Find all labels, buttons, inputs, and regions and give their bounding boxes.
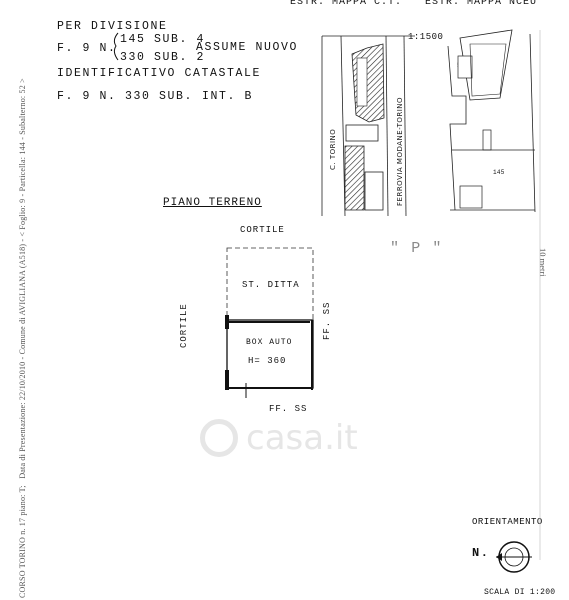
header-new-id: F. 9 N. 330 SUB. xyxy=(57,90,194,103)
ct-map xyxy=(321,35,415,217)
header-foglio-prefix: F. 9 N. xyxy=(57,42,117,55)
header-line-per-divisione: PER DIVISIONE xyxy=(57,20,168,33)
box-auto-outline xyxy=(226,319,314,389)
room-box-auto-label: BOX AUTO xyxy=(246,338,293,347)
p-mark: " P " xyxy=(390,240,444,257)
header-assume-nuovo: ASSUME NUOVO xyxy=(196,41,299,54)
header-interno: INT. B xyxy=(202,90,254,103)
ff-ss-bottom-label: FF. SS xyxy=(269,404,308,414)
ceiling-height-label: H= 360 xyxy=(248,356,287,366)
plan-scale-label: SCALA DI 1:200 xyxy=(484,588,556,597)
st-ditta-outline xyxy=(226,247,314,321)
header-sub-145: 145 SUB. 4 xyxy=(120,33,206,46)
floor-plan xyxy=(225,247,314,398)
north-label: N. xyxy=(472,546,490,560)
casa-it-watermark: casa.it xyxy=(200,413,385,463)
ncu-map-title: ESTR. MAPPA NCEU xyxy=(425,0,538,8)
ncu-parcel-145: 145 xyxy=(493,169,505,176)
header-identificativo: IDENTIFICATIVO CATASTALE xyxy=(57,67,262,80)
casa-it-logo-icon xyxy=(200,419,238,457)
header-sub-330: 330 SUB. 2 xyxy=(120,51,206,64)
orientation-label: ORIENTAMENTO xyxy=(472,517,543,527)
plan-title: PIANO TERRENO xyxy=(163,197,262,209)
header-brace xyxy=(113,32,119,61)
compass-icon xyxy=(496,541,532,573)
room-st-ditta-label: ST. DITTA xyxy=(242,280,300,290)
ncu-map xyxy=(447,29,536,213)
ct-map-title: ESTR. MAPPA C.T. xyxy=(290,0,403,8)
watermark-text: casa.it xyxy=(246,418,358,458)
map-scale-label: 1:1500 xyxy=(408,32,444,42)
cortile-top-label: CORTILE xyxy=(240,225,285,235)
